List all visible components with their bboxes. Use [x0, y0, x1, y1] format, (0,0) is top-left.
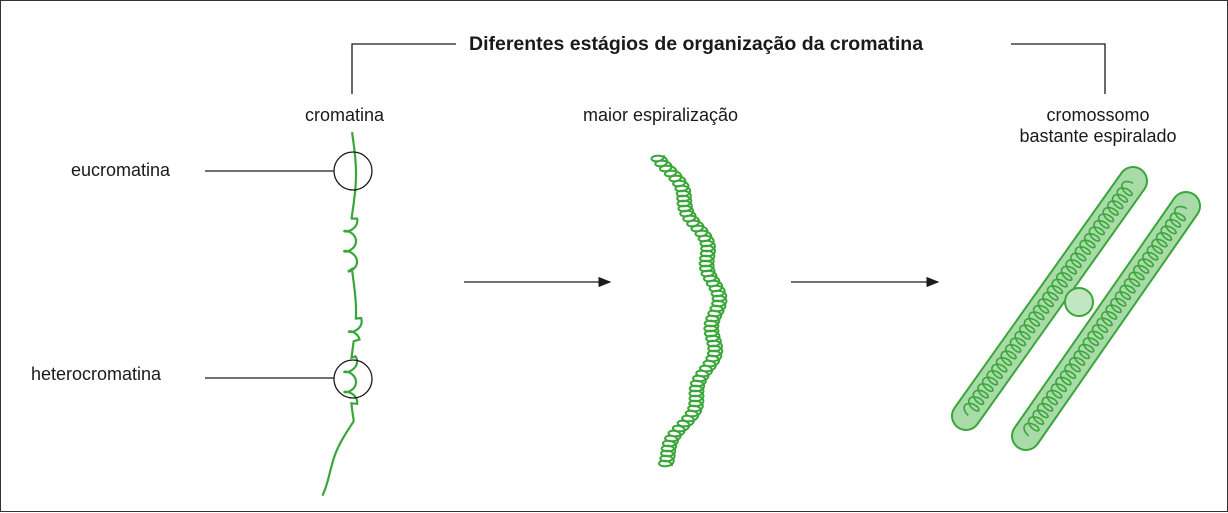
chromatin-fiber [321, 131, 363, 496]
chromatid-right [1011, 191, 1201, 451]
euchromatin-circle [333, 151, 373, 191]
euchromatin-label: eucromatina [71, 160, 171, 180]
diagram-title: Diferentes estágios de organização da cr… [469, 33, 924, 55]
coiled-fiber [650, 154, 728, 468]
stage-label-more-coiling: maior espiralização [583, 105, 739, 125]
coiled-strand [650, 154, 728, 468]
stage-label-chromosome: cromossomo bastante espiralado [1003, 105, 1193, 147]
chromatin-strand [321, 131, 363, 496]
stage-label-chromosome-line1: cromossomo [1046, 105, 1150, 125]
chromatid-left [951, 166, 1148, 431]
heterochromatin-circle [333, 359, 373, 399]
stage-label-chromatin: cromatina [305, 105, 385, 125]
title-bracket [351, 43, 1106, 94]
chromosome [951, 166, 1201, 451]
centromere [1064, 287, 1094, 317]
heterochromatin-label: heterocromatina [31, 364, 162, 384]
stage-label-chromosome-line2: bastante espiralado [1019, 126, 1177, 146]
